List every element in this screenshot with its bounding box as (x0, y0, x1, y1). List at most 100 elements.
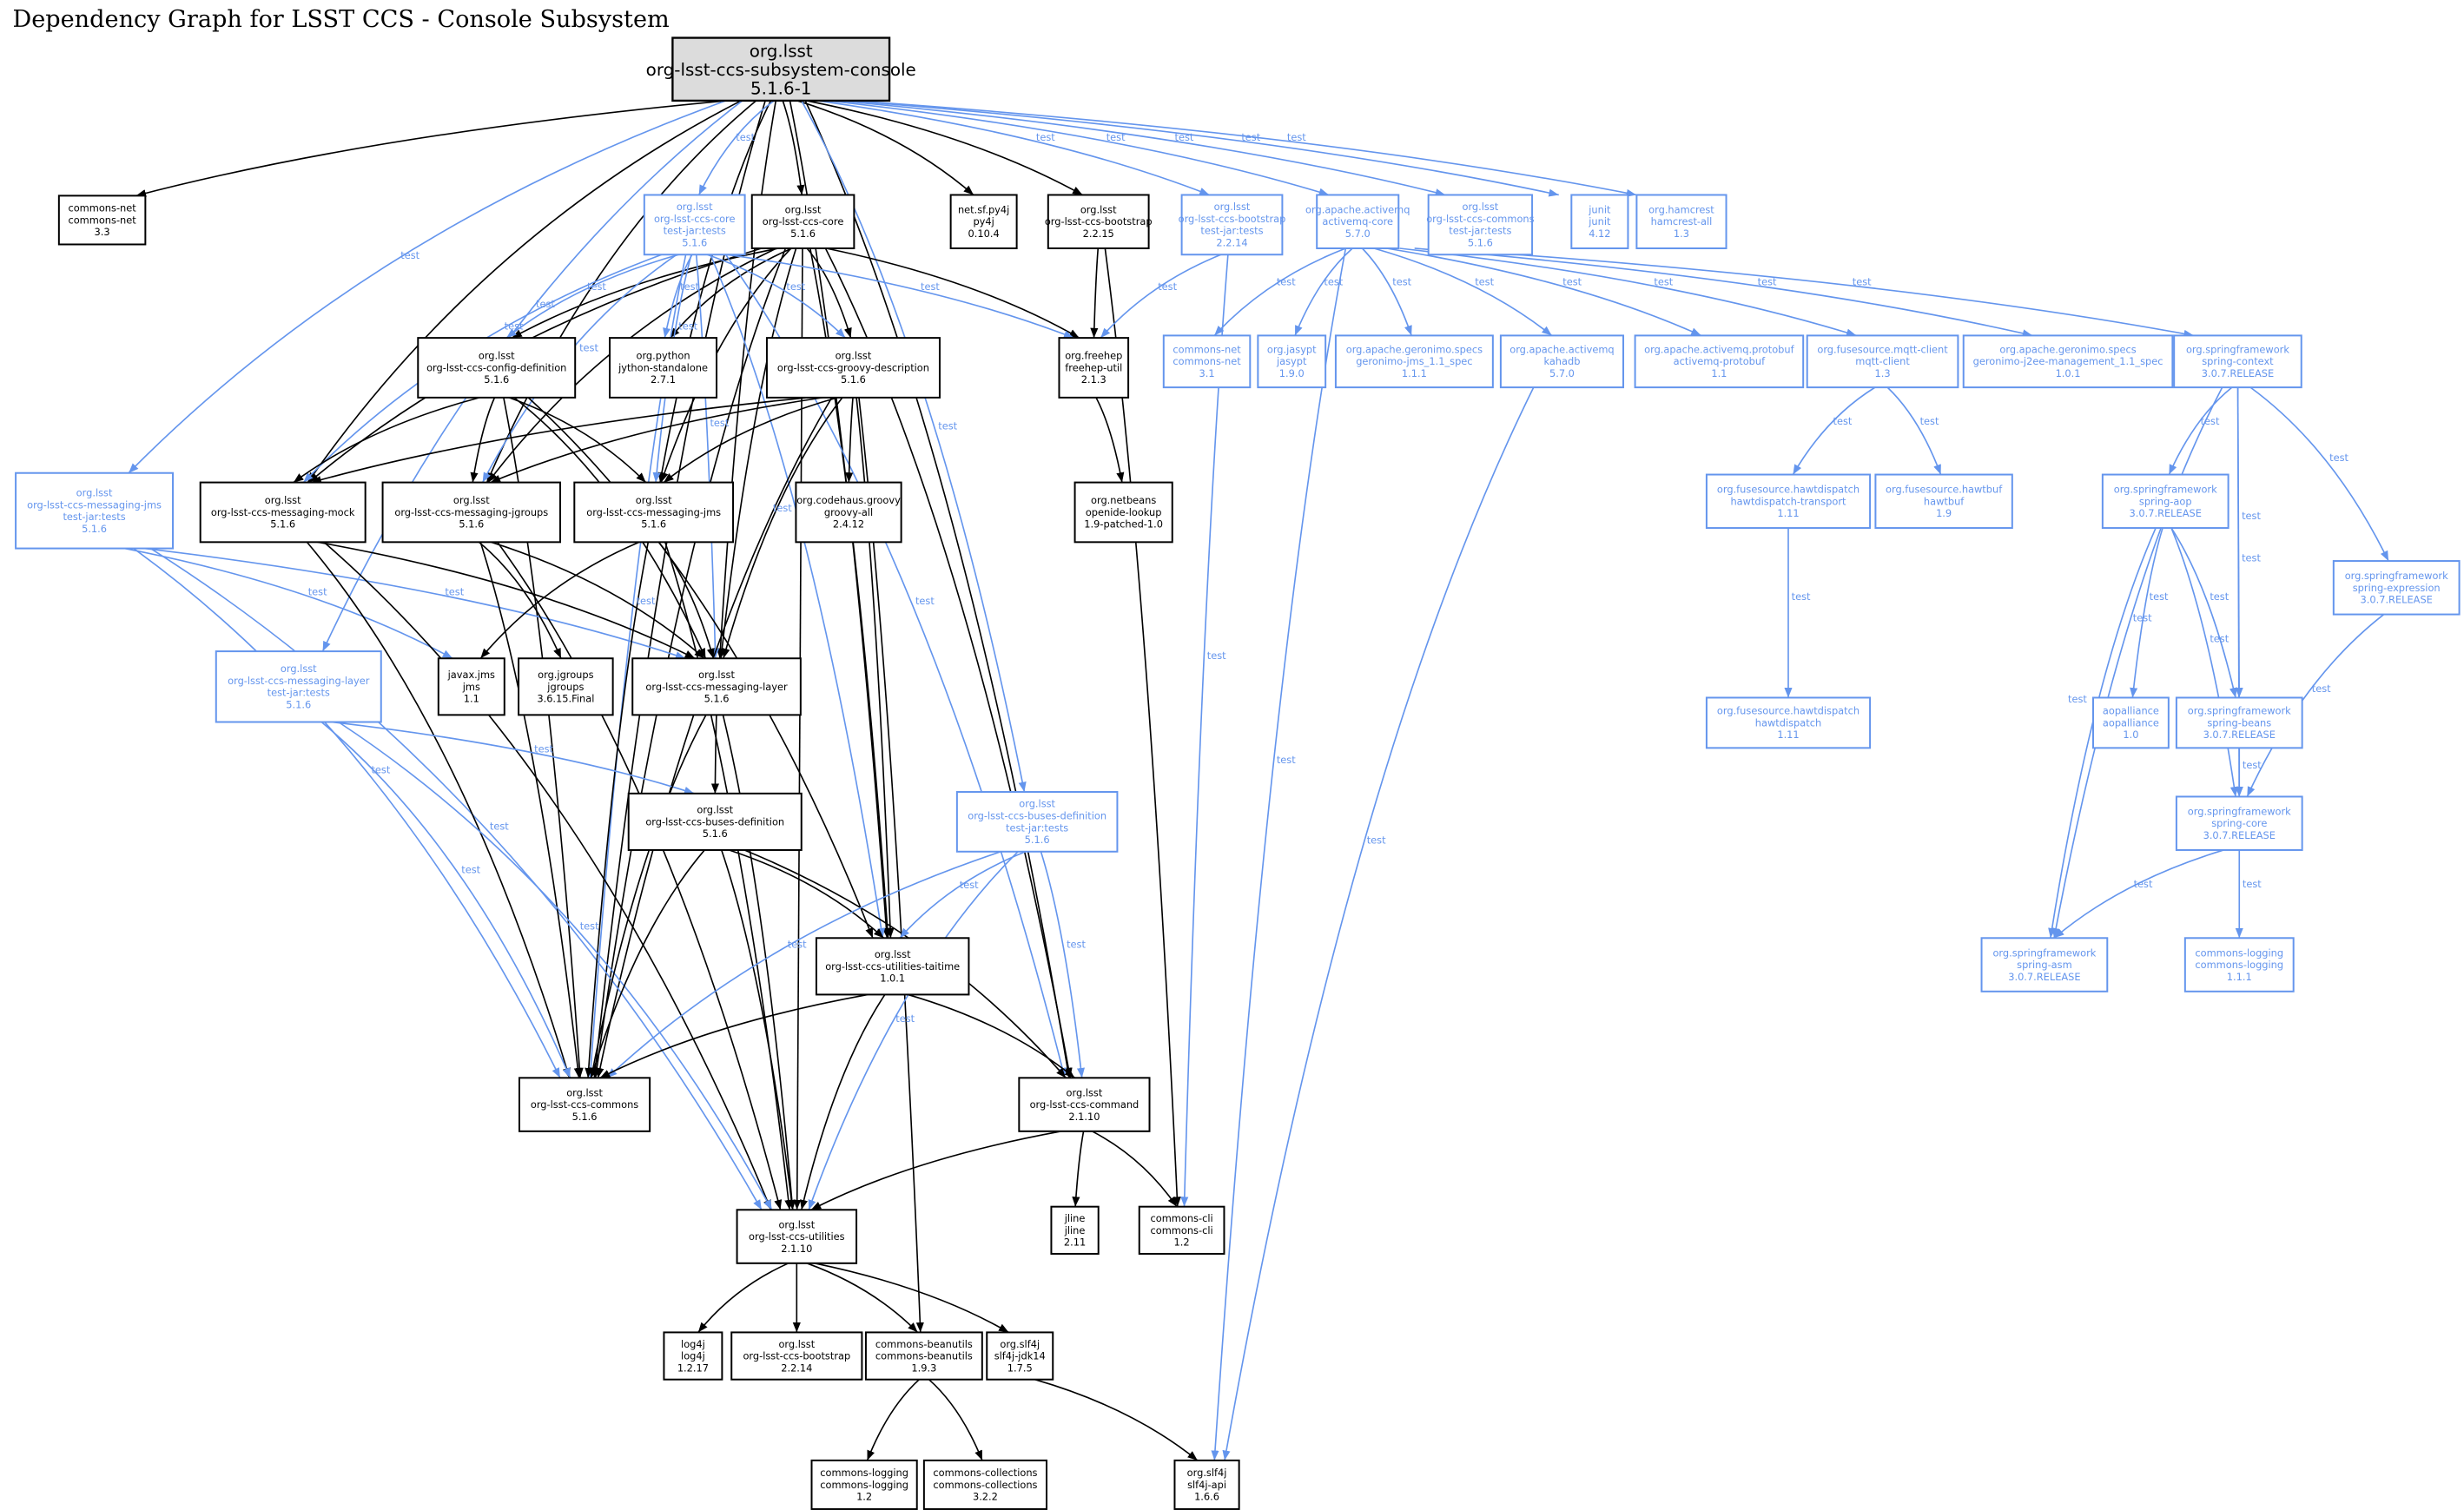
node-version: 5.1.6-1 (750, 79, 811, 99)
edge-layertest-to-utilities (338, 721, 773, 1210)
edge-config-to-mock (293, 397, 480, 484)
edge-coretest-to-freehep (726, 254, 1074, 339)
node-jmstest[interactable]: org.lsstorg-lsst-ccs-messaging-jmstest-j… (15, 471, 175, 550)
node-group: org.lsst (1462, 201, 1498, 213)
node-group: org.lsst (453, 494, 490, 506)
edge-label-test: test (579, 342, 598, 354)
node-console[interactable]: org.lsstorg-lsst-ccs-subsystem-console5.… (646, 36, 916, 102)
node-spctx[interactable]: org.springframeworkspring-context3.0.7.R… (2173, 334, 2302, 389)
node-artifact: spring-context (2202, 355, 2274, 367)
node-spexpr[interactable]: org.springframeworkspring-expression3.0.… (2332, 560, 2461, 616)
node-groovydesc[interactable]: org.lsstorg-lsst-ccs-groovy-description5… (765, 337, 941, 399)
node-layertest[interactable]: org.lsstorg-lsst-ccs-messaging-layertest… (215, 650, 382, 723)
node-commonstest[interactable]: org.lsstorg-lsst-ccs-commonstest-jar:tes… (1426, 194, 1535, 256)
node-artifact: groovy-all (824, 506, 873, 518)
node-group: org.lsst (1019, 798, 1055, 810)
node-group: org.jgroups (538, 669, 593, 681)
node-artifact: hawtdispatch-transport (1730, 495, 1846, 507)
node-spbeans[interactable]: org.springframeworkspring-beans3.0.7.REL… (2175, 696, 2303, 749)
edge-amqcore-to-slfapi (1211, 247, 1347, 1461)
node-boottest[interactable]: org.lsstorg-lsst-ccs-bootstraptest-jar:t… (1179, 194, 1286, 256)
node-artifact: geronimo-j2ee-management_1.1_spec (1973, 355, 2163, 367)
node-netbeans[interactable]: org.netbeansopenide-lookup1.9-patched-1.… (1073, 481, 1173, 544)
node-layer[interactable]: org.lsstorg-lsst-ccs-messaging-layer5.1.… (631, 657, 802, 716)
node-busestest[interactable]: org.lsstorg-lsst-ccs-buses-definitiontes… (955, 791, 1119, 853)
node-artifact: org-lsst-ccs-messaging-layer (228, 675, 370, 687)
edge-label-test: test (445, 585, 464, 597)
edges-layer (124, 100, 2389, 1461)
edge-freehep-to-netbeans (1095, 397, 1125, 483)
node-ccoll[interactable]: commons-collectionscommons-collections3.… (922, 1459, 1047, 1510)
edge-label-test: test (461, 864, 480, 876)
node-hd[interactable]: org.fusesource.hawtdispatchhawtdispatch1… (1705, 696, 1872, 749)
node-taitime[interactable]: org.lsstorg-lsst-ccs-utilities-taitime1.… (815, 937, 970, 996)
node-spcore[interactable]: org.springframeworkspring-core3.0.7.RELE… (2175, 795, 2303, 851)
node-artifact: org-lsst-ccs-groovy-description (777, 361, 929, 373)
node-spaop[interactable]: org.springframeworkspring-aop3.0.7.RELEA… (2101, 473, 2229, 530)
edge-label-test: test (1287, 131, 1306, 143)
node-version: 2.2.14 (781, 1362, 812, 1374)
node-version: 4.12 (1589, 227, 1610, 240)
node-protobuf[interactable]: org.apache.activemq.protobufactivemq-pro… (1634, 334, 1805, 389)
node-box (1173, 1459, 1240, 1510)
node-spasm[interactable]: org.springframeworkspring-asm3.0.7.RELEA… (1980, 937, 2109, 992)
node-box (2183, 937, 2295, 992)
edge-label-test: test (1475, 276, 1494, 288)
node-gjms[interactable]: org.apache.geronimo.specsgeronimo-jms_1.… (1334, 334, 1494, 389)
edge-command-to-cli (1092, 1131, 1178, 1208)
node-hdtrans[interactable]: org.fusesource.hawtdispatchhawtdispatch-… (1705, 473, 1872, 530)
node-group: org.fusesource.mqtt-client (1817, 343, 1948, 355)
node-coretest[interactable]: org.lsstorg-lsst-ccs-coretest-jar:tests5… (643, 194, 746, 256)
node-box (1634, 334, 1805, 389)
edge-coretest-to-groovydesc (707, 254, 846, 339)
node-mjgroups[interactable]: org.lsstorg-lsst-ccs-messaging-jgroups5.… (381, 481, 562, 544)
node-group: org.jasypt (1267, 343, 1317, 355)
node-box (1316, 194, 1400, 249)
node-box (417, 337, 577, 399)
node-gj2ee[interactable]: org.apache.geronimo.specsgeronimo-j2ee-m… (1962, 334, 2174, 389)
node-group: org.springframework (2188, 805, 2291, 817)
edge-mqtt-to-hawtbuf (1886, 386, 1942, 475)
node-group: org.slf4j (1000, 1338, 1040, 1350)
edge-layer-to-utilities (722, 715, 796, 1210)
node-buses[interactable]: org.lsstorg-lsst-ccs-buses-definition5.1… (627, 792, 803, 851)
node-config[interactable]: org.lsstorg-lsst-ccs-config-definition5.… (417, 337, 577, 399)
edge-label-test: test (1792, 590, 1811, 603)
node-box (1499, 334, 1625, 389)
node-version: 1.7.5 (1007, 1362, 1033, 1374)
edge-mjgroups-to-commons (479, 542, 582, 1078)
